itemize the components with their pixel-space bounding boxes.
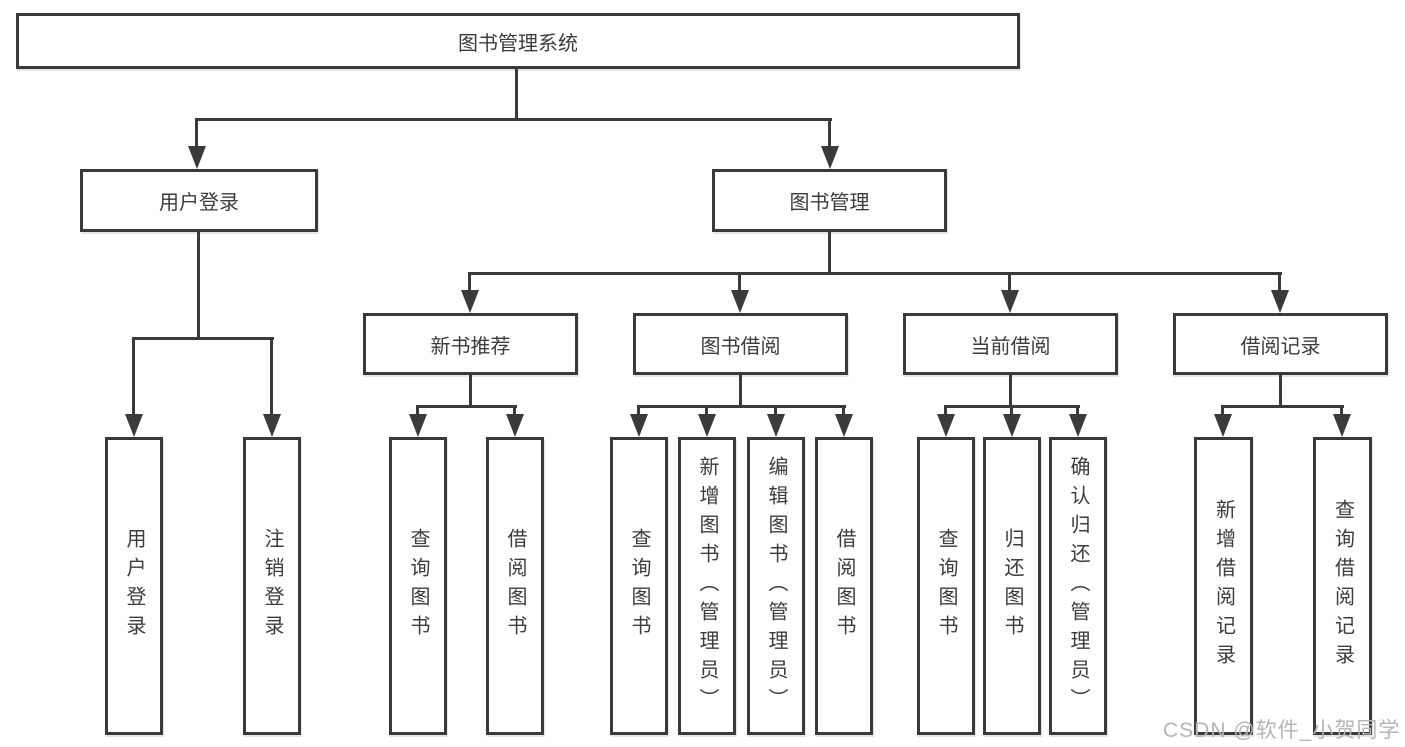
- node-borrow-records: 借阅记录: [1173, 313, 1388, 375]
- connector-records-bar: [1221, 405, 1344, 408]
- connector-shaft: [738, 272, 741, 292]
- connector-recommend-stem: [469, 374, 472, 408]
- node-user-login: 用户登录: [80, 169, 318, 232]
- connector-shaft: [774, 405, 777, 417]
- node-book-management: 图书管理: [712, 169, 947, 232]
- connector-shaft: [828, 118, 831, 148]
- arrow-down-icon: [1003, 414, 1021, 437]
- arrow-down-icon: [506, 414, 524, 437]
- arrow-down-icon: [630, 414, 648, 437]
- connector-shaft: [1010, 405, 1013, 417]
- leaf-query-books-current: 查询图书: [917, 437, 975, 735]
- arrow-down-icon: [263, 414, 281, 437]
- arrow-down-icon: [1333, 414, 1351, 437]
- connector-shaft: [416, 405, 419, 417]
- csdn-watermark: CSDN @软件_小贺同学: [1163, 719, 1401, 742]
- arrow-down-icon: [767, 414, 785, 437]
- connector-shaft: [1076, 405, 1079, 417]
- connector-shaft: [944, 405, 947, 417]
- connector-book-mgmt-bar: [468, 272, 1282, 275]
- node-root-library-system: 图书管理系统: [16, 13, 1020, 69]
- connector-shaft: [132, 337, 135, 416]
- leaf-query-books-borrow: 查询图书: [610, 437, 668, 735]
- leaf-logout: 注销登录: [243, 437, 301, 735]
- connector-shaft: [842, 405, 845, 417]
- connector-shaft: [195, 118, 198, 148]
- leaf-add-books-admin: 新增图书（管理员）: [678, 437, 736, 735]
- leaf-query-books-recommend: 查询图书: [389, 437, 447, 735]
- connector-shaft: [705, 405, 708, 417]
- arrow-down-icon: [731, 290, 749, 313]
- connector-shaft: [637, 405, 640, 417]
- node-book-borrow: 图书借阅: [633, 313, 848, 375]
- arrow-down-icon: [188, 146, 206, 169]
- connector-shaft: [1340, 405, 1343, 417]
- connector-current-stem: [1009, 374, 1012, 408]
- arrow-down-icon: [409, 414, 427, 437]
- connector-root-bar: [196, 118, 832, 121]
- arrow-down-icon: [125, 414, 143, 437]
- leaf-edit-books-admin: 编辑图书（管理员）: [747, 437, 805, 735]
- connector-shaft: [513, 405, 516, 417]
- arrow-down-icon: [698, 414, 716, 437]
- node-current-borrow: 当前借阅: [903, 313, 1118, 375]
- arrow-down-icon: [821, 146, 839, 169]
- leaf-borrow-books-recommend: 借阅图书: [486, 437, 544, 735]
- connector-user-login-stem: [197, 231, 200, 340]
- connector-recommend-bar: [416, 405, 517, 408]
- leaf-add-borrow-record: 新增借阅记录: [1194, 437, 1253, 735]
- arrow-down-icon: [1214, 414, 1232, 437]
- connector-user-login-bar: [132, 337, 274, 340]
- connector-shaft: [1008, 272, 1011, 292]
- leaf-user-login: 用户登录: [105, 437, 163, 735]
- leaf-return-books: 归还图书: [983, 437, 1041, 735]
- connector-root-stem: [515, 68, 518, 121]
- connector-records-stem: [1279, 374, 1282, 408]
- connector-shaft: [1221, 405, 1224, 417]
- connector-shaft: [1278, 272, 1281, 292]
- connector-shaft: [468, 272, 471, 292]
- connector-shaft: [270, 337, 273, 416]
- arrow-down-icon: [1271, 290, 1289, 313]
- node-new-book-recommend: 新书推荐: [363, 313, 578, 375]
- arrow-down-icon: [1001, 290, 1019, 313]
- leaf-confirm-return-admin: 确认归还（管理员）: [1049, 437, 1107, 735]
- connector-book-mgmt-stem: [828, 231, 831, 275]
- arrow-down-icon: [461, 290, 479, 313]
- leaf-borrow-books: 借阅图书: [815, 437, 873, 735]
- arrow-down-icon: [1069, 414, 1087, 437]
- arrow-down-icon: [835, 414, 853, 437]
- connector-borrow-bar: [637, 405, 846, 408]
- arrow-down-icon: [937, 414, 955, 437]
- leaf-query-borrow-record: 查询借阅记录: [1313, 437, 1372, 735]
- connector-borrow-stem: [739, 374, 742, 408]
